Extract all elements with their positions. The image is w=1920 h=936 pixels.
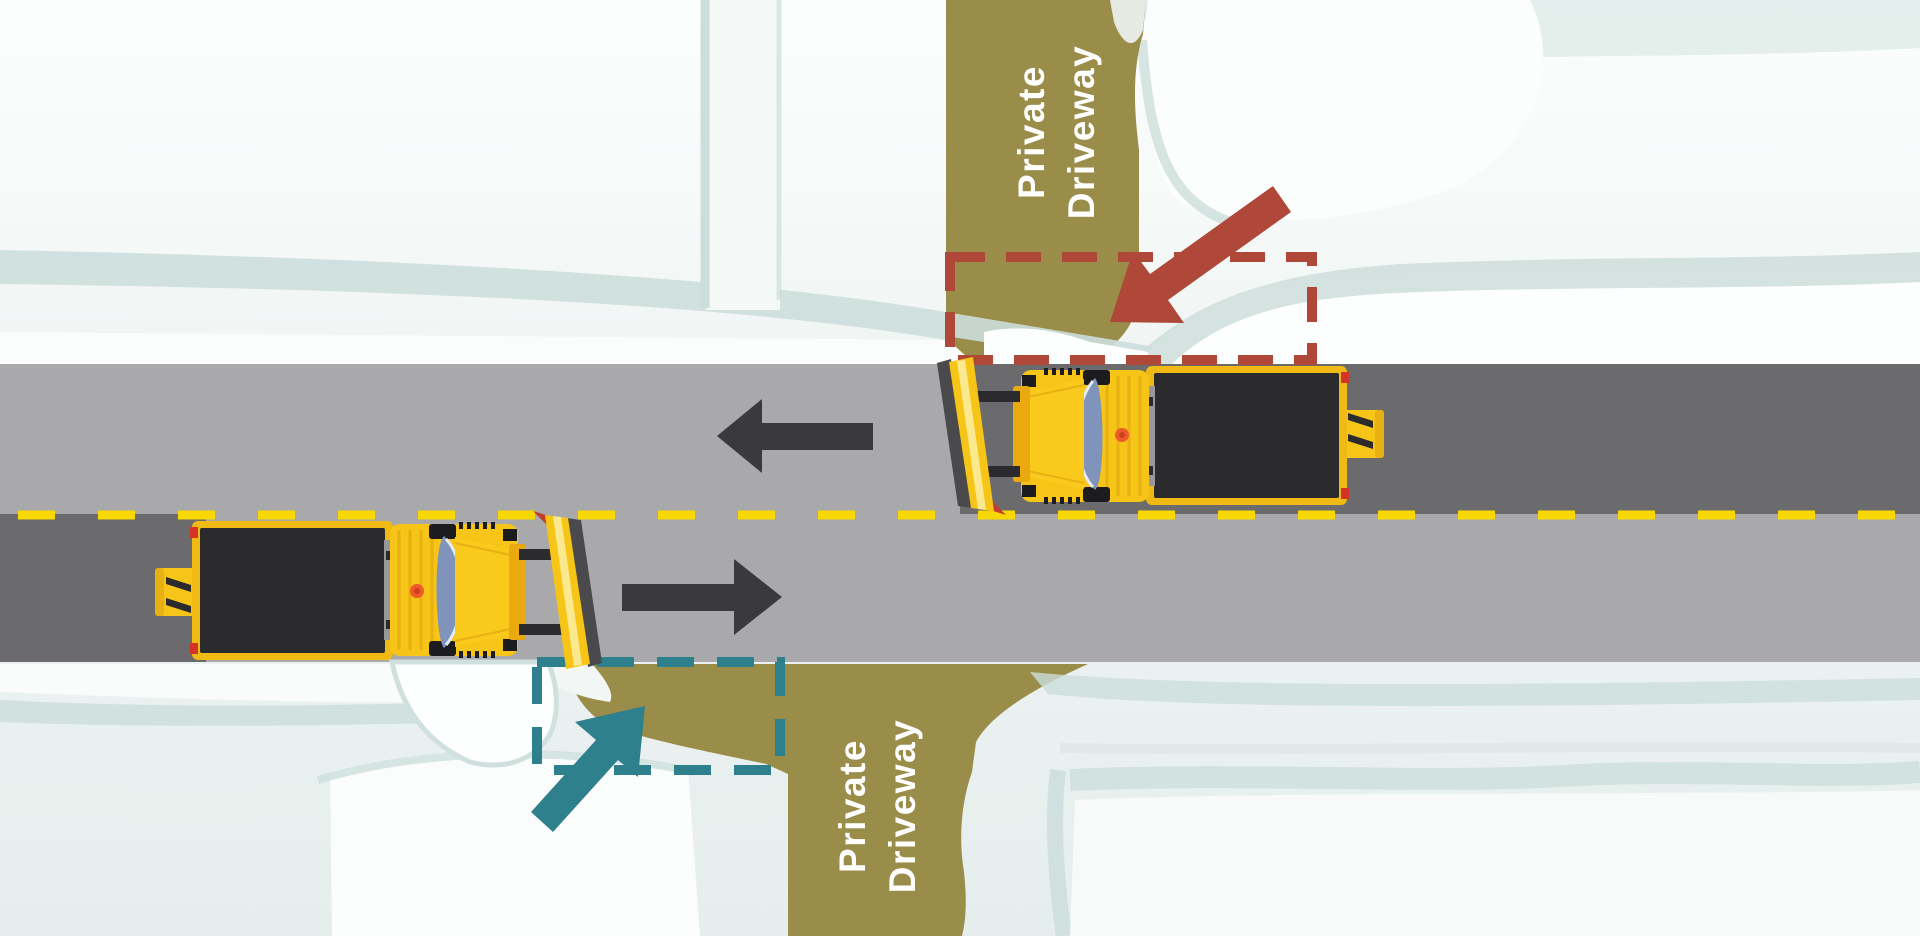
westbound-arrow-icon (717, 399, 873, 473)
red-deposit-arrow-icon (1110, 186, 1291, 323)
snow-patch-top-right (1144, 0, 1544, 221)
snow-pile-at-plow (388, 659, 559, 768)
walkway-south (1047, 769, 1072, 936)
snow-windrow-north (984, 268, 1920, 364)
walkway-north (700, 0, 782, 310)
snow-south-decor (0, 659, 1920, 936)
teal-dashed-deposit-zone (532, 657, 785, 775)
sidewalk-band-southeast (1030, 672, 1920, 707)
red-dashed-deposit-zone (945, 252, 1317, 365)
sidewalk-band-southwest (0, 700, 468, 726)
teal-deposit-arrow-icon (531, 706, 645, 832)
eastbound-arrow-icon (622, 559, 782, 635)
sidewalk-band-northeast (1148, 252, 1920, 364)
snow-strip-northwest (0, 332, 975, 364)
sidewalk-band-northwest (0, 250, 946, 340)
